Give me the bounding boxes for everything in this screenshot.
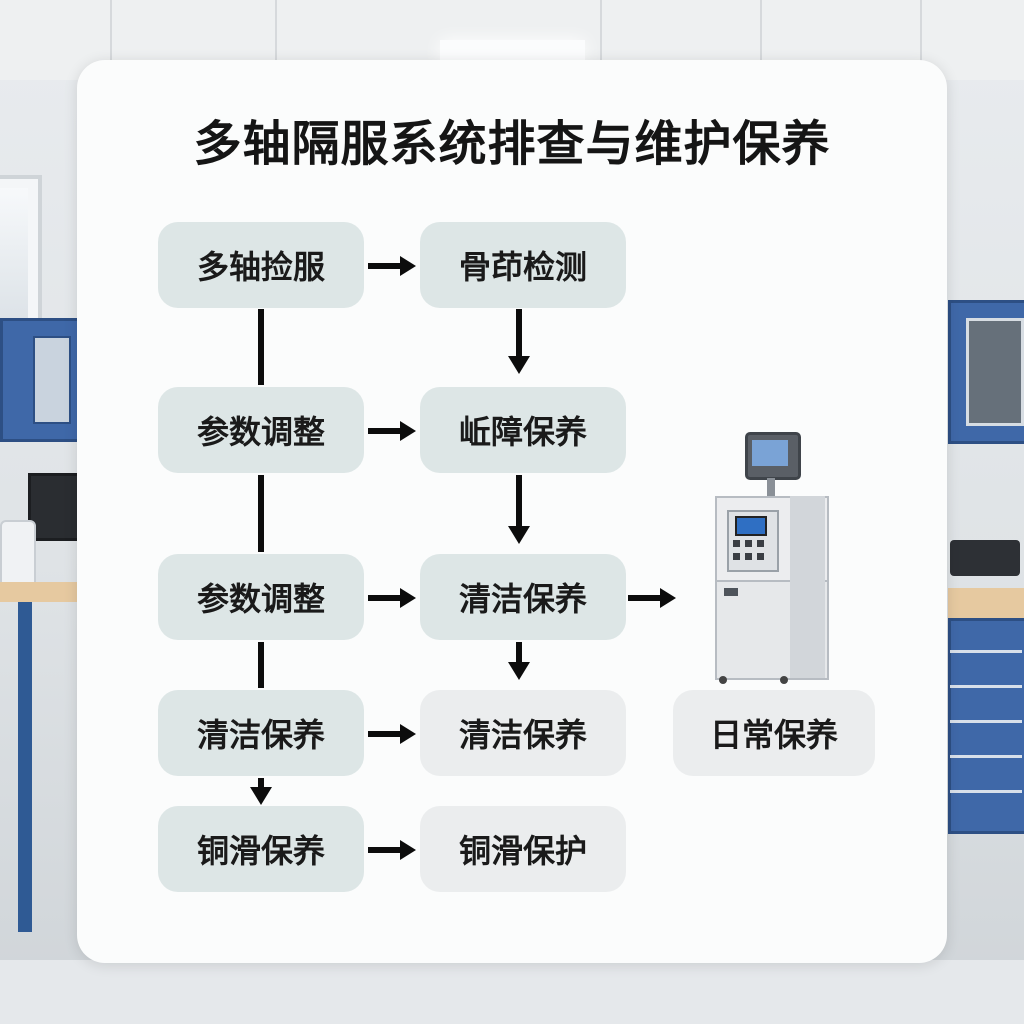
- flow-node: 铜滑保养: [158, 806, 364, 892]
- connector-line: [516, 475, 522, 528]
- flow-node: 参数调整: [158, 387, 364, 473]
- connector-line: [368, 847, 402, 853]
- connector-line: [368, 595, 402, 601]
- arrow-right-icon: [400, 421, 416, 441]
- connector-line: [516, 309, 522, 359]
- arrow-right-icon: [660, 588, 676, 608]
- machine-lcd: [735, 516, 767, 536]
- connector-line: [628, 595, 662, 601]
- drawer-handle: [950, 720, 1022, 723]
- monitor: [28, 473, 82, 541]
- flow-node: 铜滑保护: [420, 806, 626, 892]
- flow-node: 多轴捡服: [158, 222, 364, 308]
- connector-line: [516, 642, 522, 664]
- wall-cabinet-screen: [966, 318, 1024, 426]
- arrow-down-icon: [508, 356, 530, 374]
- flow-node: 清洁保养: [158, 690, 364, 776]
- drawer-handle: [950, 650, 1022, 653]
- flow-node: 参数调整: [158, 554, 364, 640]
- drawer-handle: [950, 790, 1022, 793]
- ceiling-light: [440, 40, 585, 62]
- flow-node: 清洁保养: [420, 690, 626, 776]
- arrow-right-icon: [400, 588, 416, 608]
- window-pane: [0, 188, 28, 318]
- connector-line: [368, 428, 402, 434]
- connector-line: [368, 731, 402, 737]
- wall-cabinet-panel: [33, 336, 71, 424]
- arrow-right-icon: [400, 724, 416, 744]
- drawer-handle: [950, 685, 1022, 688]
- connector-line: [368, 263, 402, 269]
- machine-button: [733, 553, 740, 560]
- drawer-cabinet: [948, 618, 1024, 834]
- connector-line: [258, 309, 264, 385]
- machine-monitor-display: [752, 440, 788, 466]
- arrow-down-icon: [508, 662, 530, 680]
- ceiling-seam: [920, 0, 922, 80]
- machine-button: [757, 553, 764, 560]
- arrow-right-icon: [400, 840, 416, 860]
- machine-label-plate: [724, 588, 738, 596]
- machine-wheel: [719, 676, 727, 684]
- connector-line: [258, 642, 264, 688]
- ceiling-seam: [110, 0, 112, 80]
- drawer-handle: [950, 755, 1022, 758]
- flow-node: 岴障保养: [420, 387, 626, 473]
- arrow-right-icon: [400, 256, 416, 276]
- machine-button: [745, 553, 752, 560]
- machine-side: [790, 496, 825, 678]
- connector-line: [258, 778, 264, 790]
- connector-line: [258, 475, 264, 552]
- desk-leg: [18, 602, 32, 932]
- ceiling-seam: [600, 0, 602, 80]
- arrow-down-icon: [508, 526, 530, 544]
- machine-button: [745, 540, 752, 547]
- ceiling-seam: [760, 0, 762, 80]
- flow-node: 清洁保养: [420, 554, 626, 640]
- flow-node: 骨茚检测: [420, 222, 626, 308]
- machine-button: [733, 540, 740, 547]
- page-title: 多轴隔服系统排查与维护保养: [193, 116, 831, 172]
- machine-wheel: [780, 676, 788, 684]
- flow-node: 日常保养: [673, 690, 875, 776]
- ceiling-seam: [275, 0, 277, 80]
- floor: [0, 960, 1024, 1024]
- machine-monitor-pole: [767, 478, 775, 498]
- bench-equipment: [950, 540, 1020, 576]
- arrow-down-icon: [250, 787, 272, 805]
- machine-button: [757, 540, 764, 547]
- desk-left: [0, 582, 80, 602]
- desk-right: [948, 588, 1024, 618]
